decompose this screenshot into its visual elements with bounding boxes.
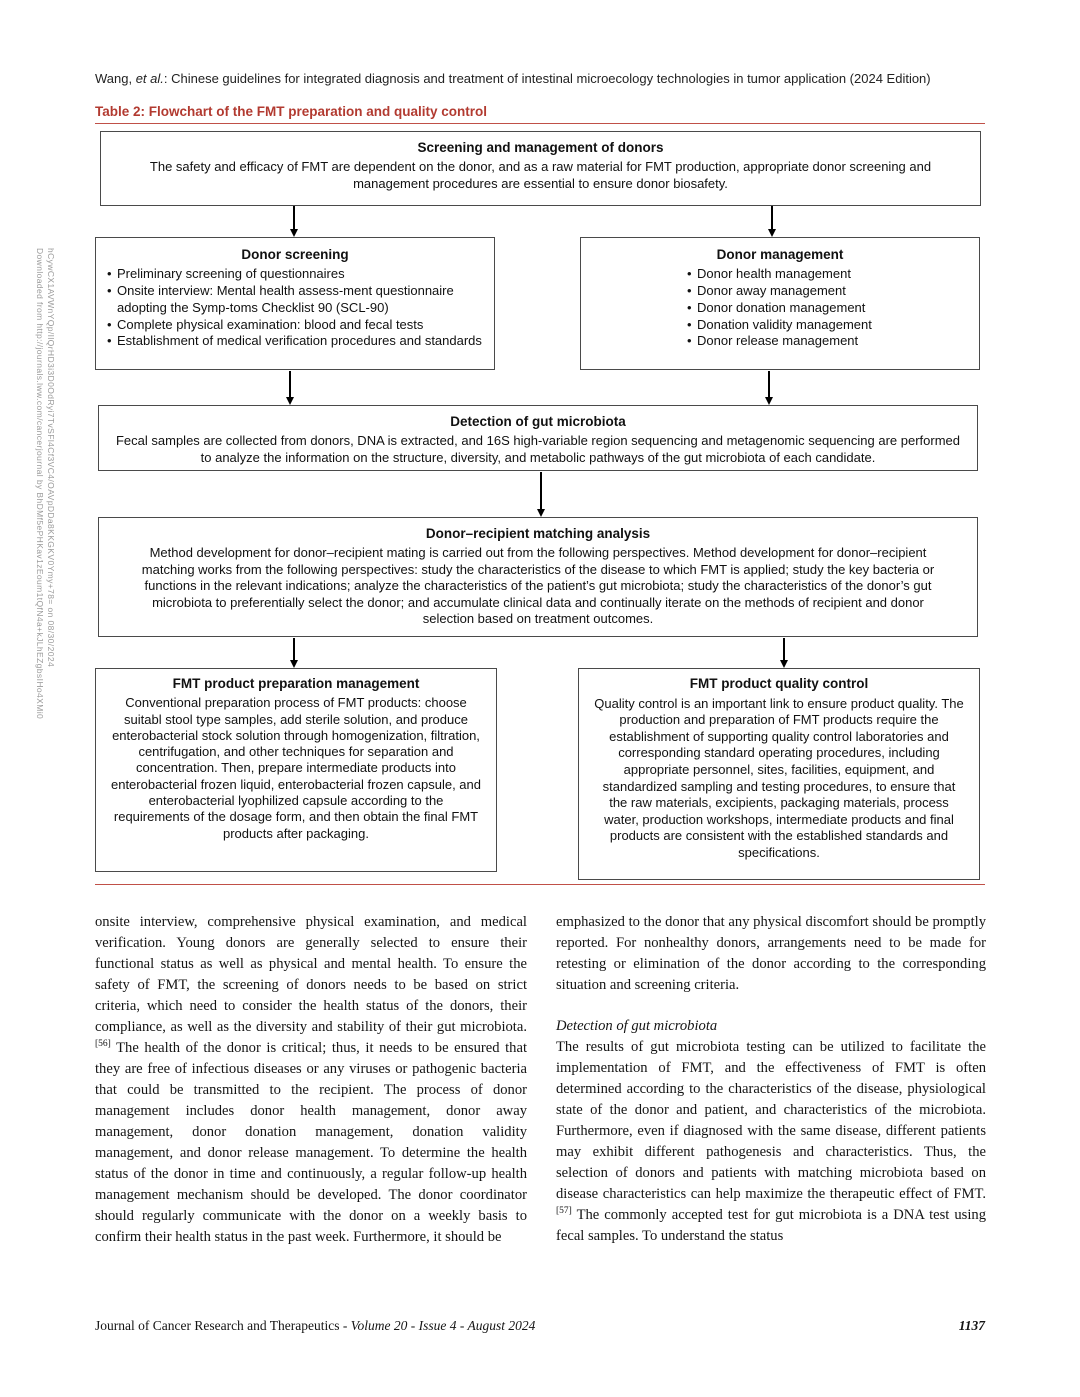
gut-microbiota-detection-box: Detection of gut microbiota Fecal sample… bbox=[98, 405, 978, 471]
footer-journal-name: Journal of Cancer Research and Therapeut… bbox=[95, 1318, 340, 1333]
watermark-line: Downloaded from http://journals.lww.com/… bbox=[35, 248, 45, 720]
flow-arrow-down bbox=[285, 371, 294, 405]
paragraph: emphasized to the donor that any physica… bbox=[556, 912, 986, 996]
running-head-title: : Chinese guidelines for integrated diag… bbox=[163, 71, 931, 86]
flow-arrow-down bbox=[289, 638, 298, 668]
list-item: Donor donation management bbox=[686, 300, 969, 317]
paragraph: onsite interview, comprehensive physical… bbox=[95, 912, 527, 1248]
list-item: Establishment of medical verification pr… bbox=[106, 333, 484, 350]
watermark-line: hCywCX1AVWnYQp/IlQrHD3i3D0OdRyi7TvSFl4Cf… bbox=[46, 248, 56, 668]
donor-management-box: Donor management Donor health management… bbox=[580, 237, 980, 370]
body-column-left: onsite interview, comprehensive physical… bbox=[95, 912, 527, 1248]
box-body: Quality control is an important link to … bbox=[594, 695, 964, 860]
box-title: Detection of gut microbiota bbox=[450, 414, 626, 429]
list-item: Donation validity management bbox=[686, 317, 969, 334]
table-top-rule bbox=[95, 123, 985, 124]
fmt-preparation-box: FMT product preparation management Conve… bbox=[95, 668, 497, 872]
paragraph-text: The commonly accepted test for gut micro… bbox=[556, 1207, 986, 1244]
box-body: The safety and efficacy of FMT are depen… bbox=[149, 159, 932, 191]
running-head: Wang, et al.: Chinese guidelines for int… bbox=[95, 71, 987, 86]
paragraph: The results of gut microbiota testing ca… bbox=[556, 1037, 986, 1247]
box-title: Donor–recipient matching analysis bbox=[425, 526, 651, 541]
table-caption: Table 2: Flowchart of the FMT preparatio… bbox=[95, 104, 488, 119]
list-item: Onsite interview: Mental health assess-m… bbox=[106, 283, 484, 317]
box-title: FMT product quality control bbox=[689, 676, 869, 691]
citation-ref-56: [56] bbox=[95, 1039, 111, 1050]
list-item: Donor release management bbox=[686, 333, 969, 350]
fmt-quality-control-box: FMT product quality control Quality cont… bbox=[578, 668, 980, 880]
flow-arrow-down bbox=[536, 472, 545, 517]
download-watermark: Downloaded from http://journals.lww.com/… bbox=[34, 248, 56, 848]
list-item: Donor health management bbox=[686, 266, 969, 283]
box-title: Donor management bbox=[716, 247, 844, 262]
body-column-right: emphasized to the donor that any physica… bbox=[556, 912, 986, 1247]
box-title: Screening and management of donors bbox=[417, 140, 664, 155]
running-head-authors: Wang, bbox=[95, 71, 136, 86]
flow-arrow-down bbox=[764, 371, 773, 405]
list-item: Preliminary screening of questionnaires bbox=[106, 266, 484, 283]
section-subheading: Detection of gut microbiota bbox=[556, 1018, 718, 1034]
flow-arrow-down bbox=[767, 206, 776, 237]
box-body: Conventional preparation process of FMT … bbox=[110, 695, 481, 841]
flow-arrow-down bbox=[779, 638, 788, 668]
list-item: Complete physical examination: blood and… bbox=[106, 317, 484, 334]
paragraph-text: The health of the donor is critical; thu… bbox=[95, 1040, 527, 1245]
paragraph-text: The results of gut microbiota testing ca… bbox=[556, 1039, 986, 1202]
citation-ref-57: [57] bbox=[556, 1206, 572, 1217]
box-body: Method development for donor–recipient m… bbox=[141, 545, 935, 627]
paragraph-text: onsite interview, comprehensive physical… bbox=[95, 914, 527, 1035]
running-head-etal: et al. bbox=[135, 71, 164, 86]
box-body: Fecal samples are collected from donors,… bbox=[115, 433, 961, 465]
screening-management-box: Screening and management of donors The s… bbox=[100, 131, 981, 206]
box-title: FMT product preparation management bbox=[172, 676, 420, 691]
donor-screening-box: Donor screening Preliminary screening of… bbox=[95, 237, 495, 370]
donor-management-list: Donor health management Donor away manag… bbox=[591, 266, 969, 350]
donor-screening-list: Preliminary screening of questionnaires … bbox=[106, 266, 484, 350]
paragraph-text: emphasized to the donor that any physica… bbox=[556, 914, 986, 993]
footer-issue-info: - Volume 20 - Issue 4 - August 2024 bbox=[339, 1318, 536, 1333]
donor-recipient-matching-box: Donor–recipient matching analysis Method… bbox=[98, 517, 978, 637]
page-number: 1137 bbox=[958, 1318, 985, 1333]
flow-arrow-down bbox=[289, 206, 298, 237]
list-item: Donor away management bbox=[686, 283, 969, 300]
page-footer: Journal of Cancer Research and Therapeut… bbox=[95, 1318, 985, 1334]
box-title: Donor screening bbox=[241, 247, 349, 262]
table-bottom-rule bbox=[95, 884, 985, 885]
